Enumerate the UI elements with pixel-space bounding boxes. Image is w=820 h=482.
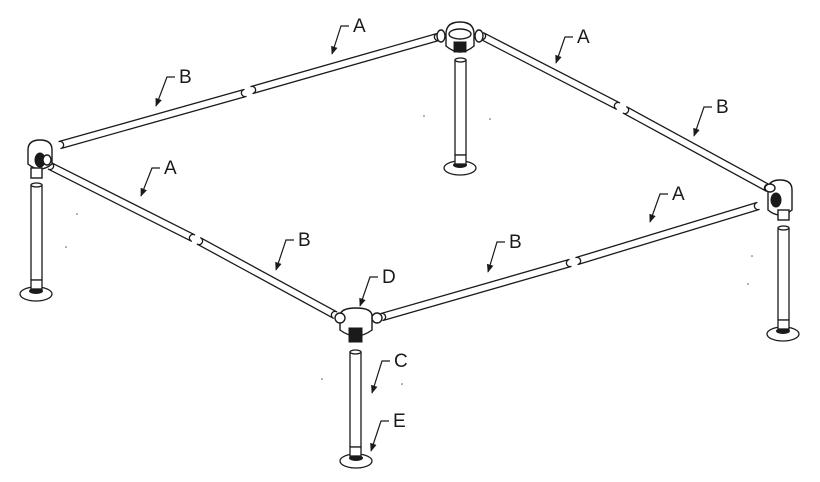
callout-b-top-right: B (694, 97, 729, 136)
tube-a-front-right (576, 203, 759, 265)
leg-front (350, 350, 361, 447)
callout-b-top-right-label: B (716, 97, 729, 118)
corner-fitting-left (28, 140, 52, 178)
foot-left (20, 280, 52, 301)
callout-a-left: A (141, 158, 177, 196)
callout-b-left: B (276, 230, 311, 270)
leg-right (778, 226, 789, 320)
corner-fitting-front (335, 308, 382, 342)
tube-b-back-left (59, 90, 246, 149)
callout-a-top-right: A (556, 27, 590, 63)
tube-group (48, 33, 769, 321)
callout-b-top-left: B (156, 67, 192, 106)
callout-group: A B A B A B B (141, 16, 729, 451)
tube-a-back-left (251, 34, 439, 94)
callout-b-front: B (488, 232, 522, 272)
foot-right (767, 320, 799, 341)
callout-d-front: D (360, 267, 396, 306)
callout-c-front-label: C (394, 351, 408, 372)
corner-fitting-back (437, 22, 483, 52)
tube-b-back-right (623, 107, 769, 191)
callout-a-top-left: A (332, 16, 366, 54)
callout-e-front-label: E (393, 411, 406, 432)
callout-a-left-label: A (164, 158, 177, 179)
corner-fitting-right (765, 180, 792, 220)
foot-front (340, 447, 372, 468)
tube-a-back-right (480, 33, 619, 109)
callout-e-front: E (371, 411, 406, 451)
tube-b-front-left (197, 238, 336, 318)
tube-b-front-right (381, 260, 571, 321)
callout-b-front-label: B (509, 232, 522, 253)
callout-a-front: A (650, 184, 685, 222)
callout-b-left-label: B (298, 230, 311, 251)
leg-left (31, 183, 42, 280)
callout-a-front-label: A (672, 184, 685, 205)
callout-a-top-right-label: A (577, 27, 590, 48)
callout-d-front-label: D (382, 267, 396, 288)
callout-b-top-left-label: B (179, 67, 192, 88)
callout-c-front: C (372, 351, 408, 393)
leg-back (455, 58, 466, 155)
foot-back (444, 155, 476, 175)
scan-specks (65, 115, 753, 385)
callout-a-top-left-label: A (353, 16, 366, 37)
